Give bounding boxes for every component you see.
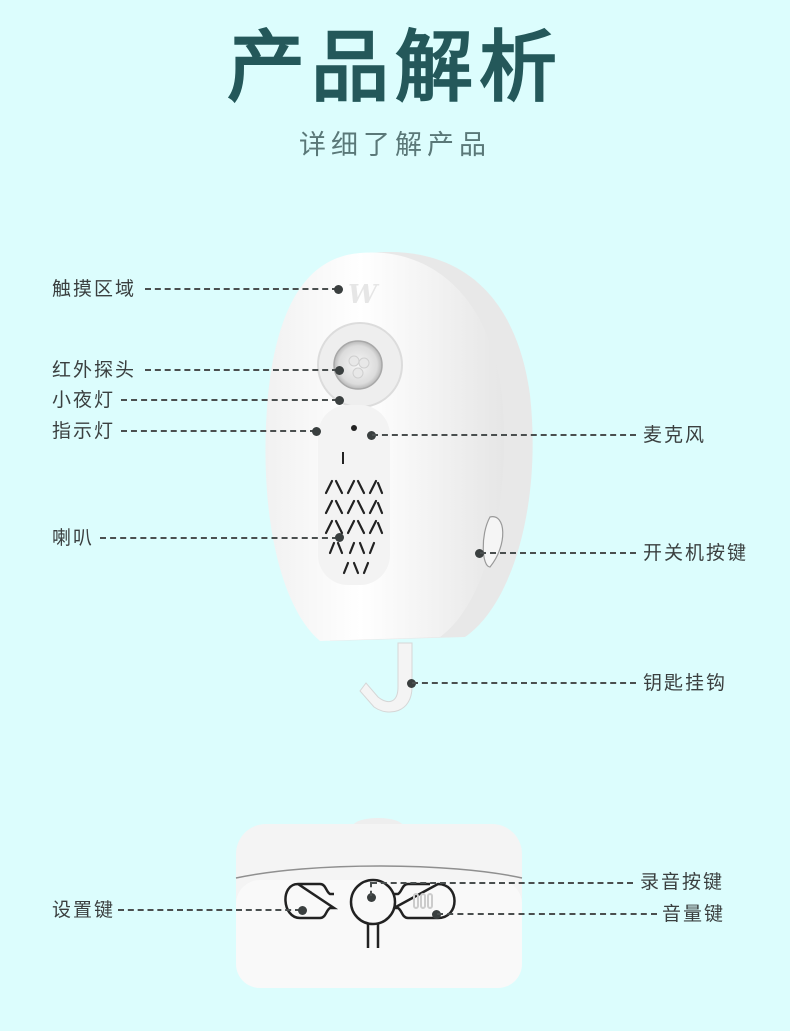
callout-settings-key-dot xyxy=(298,906,307,915)
callout-power-button-label: 开关机按键 xyxy=(643,542,749,564)
callout-power-button-line xyxy=(480,552,636,554)
callout-key-hook-dot xyxy=(407,679,416,688)
callout-record-button-vline xyxy=(370,882,372,896)
callout-pir-sensor-line xyxy=(145,369,338,371)
callout-record-button-line xyxy=(371,882,633,884)
callout-key-hook-label: 钥匙挂钩 xyxy=(643,672,728,694)
callout-night-light-line xyxy=(121,399,338,401)
callout-speaker-label: 喇叭 xyxy=(52,527,95,549)
callout-record-button-dot xyxy=(367,893,376,902)
callout-night-light-dot xyxy=(335,396,344,405)
callout-volume-key-line xyxy=(437,913,657,915)
callout-speaker-dot xyxy=(335,533,344,542)
callout-key-hook-line xyxy=(412,682,636,684)
callout-indicator-light-label: 指示灯 xyxy=(52,420,116,442)
callout-indicator-light-dot xyxy=(312,427,321,436)
callout-touch-area-dot xyxy=(334,285,343,294)
callout-indicator-light-line xyxy=(121,430,316,432)
callout-pir-sensor-label: 红外探头 xyxy=(52,359,137,381)
svg-text:W: W xyxy=(348,280,380,310)
callout-night-light-label: 小夜灯 xyxy=(52,389,116,411)
page-title: 产品解析 xyxy=(226,23,563,113)
page-subtitle: 详细了解产品 xyxy=(299,130,491,161)
callout-settings-key-label: 设置键 xyxy=(52,899,116,921)
callout-microphone-line xyxy=(372,434,636,436)
callout-touch-area-label: 触摸区域 xyxy=(52,278,137,300)
callout-power-button-dot xyxy=(475,549,484,558)
callout-settings-key-line xyxy=(118,909,301,911)
callout-touch-area-line xyxy=(145,288,338,290)
callout-microphone-dot xyxy=(367,431,376,440)
callout-record-button-label: 录音按键 xyxy=(640,871,725,893)
callout-pir-sensor-dot xyxy=(335,366,344,375)
callout-speaker-line xyxy=(100,537,338,539)
callout-volume-key-dot xyxy=(432,910,441,919)
callout-microphone-label: 麦克风 xyxy=(643,424,707,446)
device-bottom-image xyxy=(235,818,523,988)
callout-volume-key-label: 音量键 xyxy=(662,903,726,925)
device-front-image: W xyxy=(265,252,533,713)
